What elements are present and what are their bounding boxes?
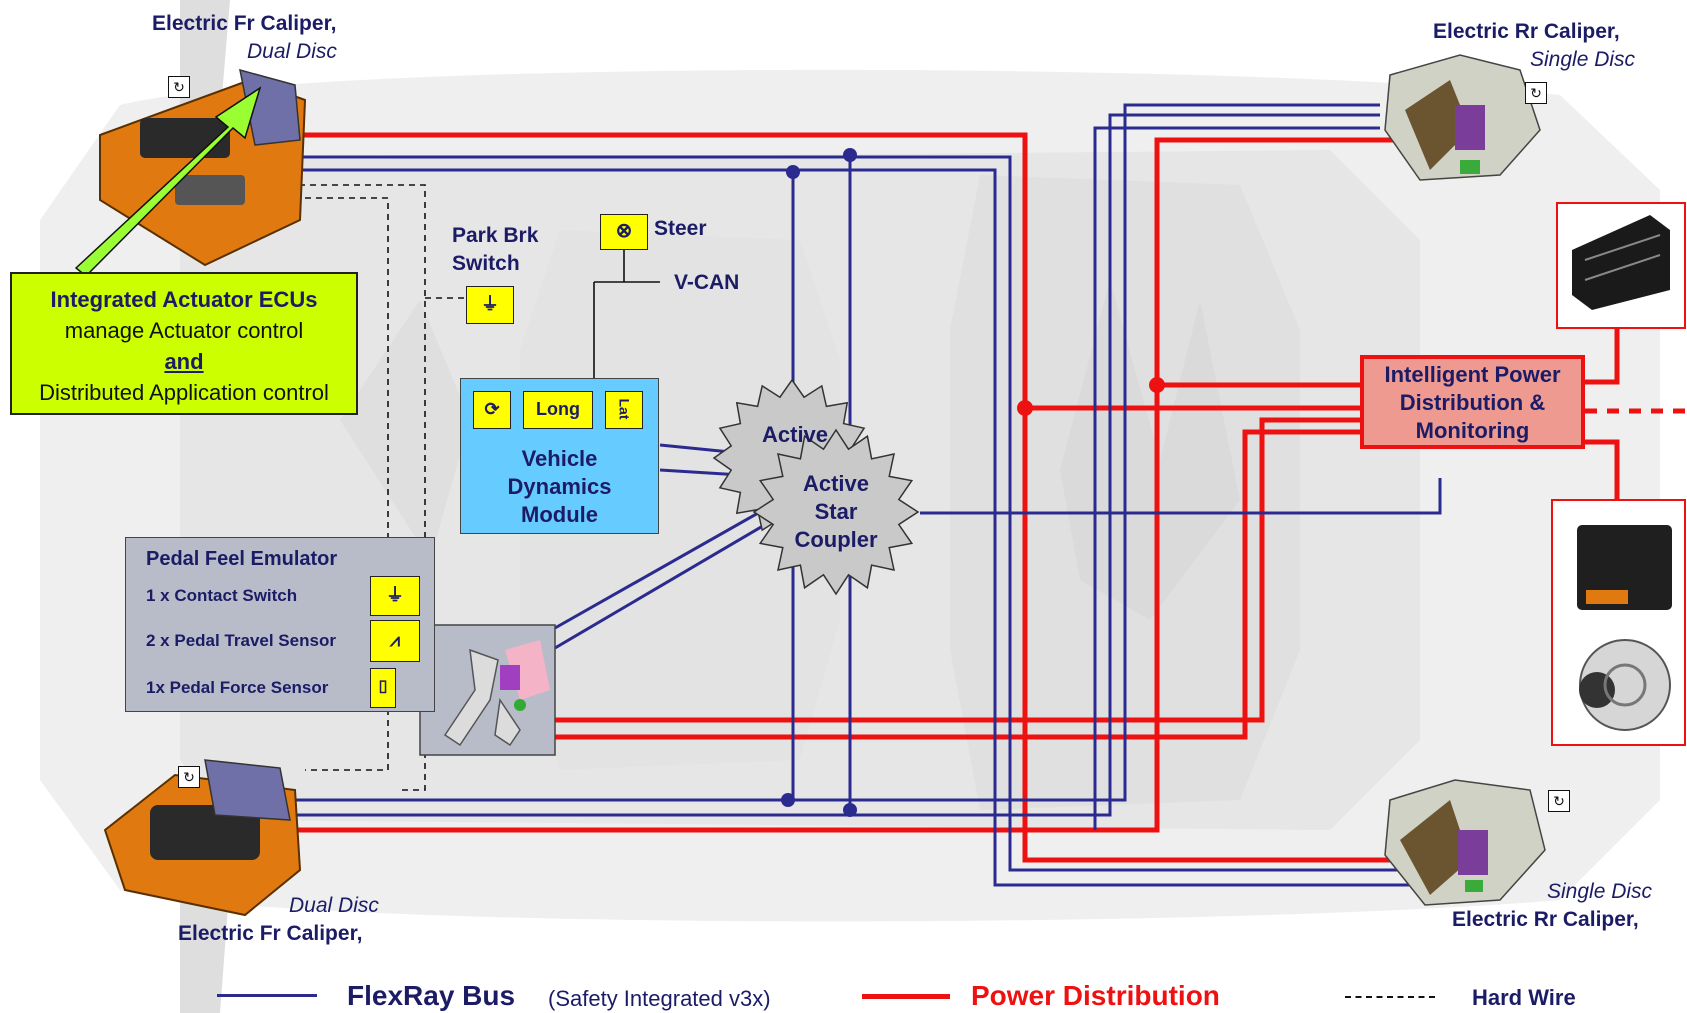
legend-hardwire-label: Hard Wire	[1472, 985, 1576, 1011]
star-coupler-label: Active Star Coupler	[778, 470, 894, 554]
travel-sensor-icon: ⩘	[370, 620, 420, 662]
ecu-note-and: and	[12, 346, 356, 377]
contact-switch-icon: ⏚	[370, 576, 420, 616]
ecu-note-box: Integrated Actuator ECUs manage Actuator…	[10, 272, 358, 415]
legend-hardwire-swatch	[1345, 996, 1435, 998]
wrench-icon: ↻	[168, 76, 190, 98]
pedal-travel-sensor-label: 2 x Pedal Travel Sensor	[146, 631, 336, 651]
front-caliper-top-title: Electric Fr Caliper,	[152, 12, 336, 36]
pedal-contact-switch-label: 1 x Contact Switch	[146, 586, 297, 606]
ipdm-label-line: Distribution &	[1364, 389, 1581, 417]
vdm-label: Vehicle Dynamics Module	[461, 445, 658, 529]
park-brake-label: Park Brk Switch	[452, 222, 538, 278]
lat-chip: Lat	[605, 391, 643, 429]
long-chip: Long	[523, 391, 593, 429]
ipdm-box: Intelligent Power Distribution & Monitor…	[1360, 355, 1585, 449]
vehicle-dynamics-module: ⟳ Long Lat Vehicle Dynamics Module	[460, 378, 659, 534]
rear-caliper-bottom-title: Electric Rr Caliper,	[1452, 908, 1639, 932]
legend-flexray-note: (Safety Integrated v3x)	[548, 986, 771, 1012]
star-coupler-label-line: Star	[778, 498, 894, 526]
battery-alternator-panel	[1552, 500, 1685, 745]
legend-power-label: Power Distribution	[971, 980, 1220, 1012]
park-brake-label-line: Switch	[452, 250, 538, 278]
steer-label: Steer	[654, 217, 707, 241]
star-coupler-back-label: Active	[762, 422, 828, 448]
rear-caliper-top-title: Electric Rr Caliper,	[1433, 20, 1620, 44]
lat-chip-label: Lat	[607, 399, 641, 420]
vcan-label: V-CAN	[674, 271, 739, 295]
yaw-icon: ⟳	[473, 391, 511, 429]
steering-wheel-icon: ⊗	[600, 214, 648, 250]
pedal-panel-title: Pedal Feel Emulator	[146, 548, 337, 571]
ecu-note-heading: Integrated Actuator ECUs	[12, 284, 356, 315]
pedal-force-sensor-label: 1x Pedal Force Sensor	[146, 678, 328, 698]
wrench-icon: ↻	[1548, 790, 1570, 812]
legend-flexray-label: FlexRay Bus	[347, 980, 515, 1012]
vdm-label-line: Vehicle	[461, 445, 658, 473]
rear-caliper-bottom-subtitle: Single Disc	[1547, 880, 1652, 904]
front-caliper-bottom-subtitle: Dual Disc	[289, 894, 379, 918]
vdm-label-line: Module	[461, 501, 658, 529]
star-coupler-label-line: Active	[778, 470, 894, 498]
ecu-note-line: Distributed Application control	[12, 377, 356, 408]
ipdm-label-line: Intelligent Power	[1364, 361, 1581, 389]
pedal-assembly-graphic	[420, 625, 555, 755]
park-brake-label-line: Park Brk	[452, 222, 538, 250]
front-caliper-bottom-title: Electric Fr Caliper,	[178, 922, 362, 946]
wrench-icon: ↻	[178, 766, 200, 788]
legend-power-swatch	[862, 994, 950, 999]
force-sensor-icon: ▯	[370, 668, 396, 708]
relay-module-panel	[1557, 203, 1685, 328]
ecu-note-line: manage Actuator control	[12, 315, 356, 346]
rear-caliper-top-subtitle: Single Disc	[1530, 48, 1635, 72]
vdm-label-line: Dynamics	[461, 473, 658, 501]
front-caliper-top-subtitle: Dual Disc	[247, 40, 337, 64]
long-chip-label: Long	[536, 399, 580, 419]
wrench-icon: ↻	[1525, 82, 1547, 104]
legend-flexray-swatch	[217, 994, 317, 997]
star-coupler-label-line: Coupler	[778, 526, 894, 554]
ipdm-label-line: Monitoring	[1364, 417, 1581, 445]
pedal-feel-emulator-panel: Pedal Feel Emulator 1 x Contact Switch 2…	[125, 537, 435, 712]
park-brake-switch-icon: ⏚	[466, 286, 514, 324]
